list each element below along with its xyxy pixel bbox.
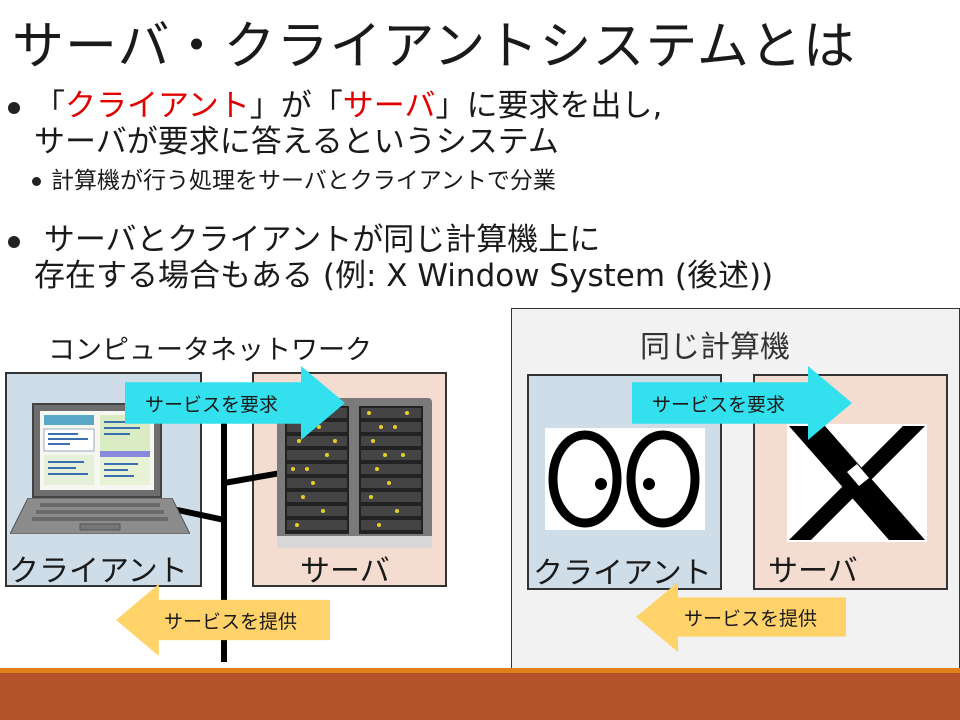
bullet-1-sub-text: 計算機が行う処理をサーバとクライアントで分業 <box>51 168 556 194</box>
network-label: コンピュータネットワーク <box>48 335 372 366</box>
bullet-1-rest: 」に要求を出し, <box>435 88 663 124</box>
xeyes-icon <box>545 428 705 530</box>
bracket-open: 「 <box>34 88 65 124</box>
bullet-dot-icon <box>8 101 20 114</box>
server-term: サーバ <box>342 88 436 124</box>
bullet-2: サーバとクライアントが同じ計算機上に 存在する場合もある (例: X Windo… <box>8 222 773 294</box>
bullet-2-line-2: 存在する場合もある (例: X Window System (後述)) <box>34 258 774 294</box>
sub-bullet-dot-icon <box>32 177 41 186</box>
server-label-left: サーバ <box>300 554 390 589</box>
client-label-left: クライアント <box>9 554 188 589</box>
client-label-right: クライアント <box>533 556 712 591</box>
footer-bar <box>0 668 960 720</box>
slide-title: サーバ・クライアントシステムとは <box>12 17 856 77</box>
x-logo-icon <box>787 424 927 542</box>
request-arrow-right-label: サービスを要求 <box>652 393 786 416</box>
provide-arrow-left-label: サービスを提供 <box>164 610 298 633</box>
provide-arrow-right-label: サービスを提供 <box>684 607 818 630</box>
server-rack-icon <box>277 398 432 548</box>
same-machine-label: 同じ計算機 <box>640 330 790 365</box>
network-line <box>221 392 227 662</box>
client-term: クライアント <box>65 88 250 124</box>
bullet-2-line-1-text: サーバとクライアントが同じ計算機上に <box>34 222 601 258</box>
bullet-2-line-1: サーバとクライアントが同じ計算機上に <box>8 222 773 258</box>
bullet-1-mid: 」が「 <box>249 88 343 124</box>
bullet-1-line-1: 「クライアント」が「サーバ」に要求を出し, <box>8 88 662 124</box>
bullet-dot-icon <box>8 235 20 248</box>
server-label-right: サーバ <box>768 554 858 589</box>
bullet-1-line-2: サーバが要求に答えるというシステム <box>34 124 559 160</box>
bullet-1-sub: 計算機が行う処理をサーバとクライアントで分業 <box>32 166 556 196</box>
request-arrow-left-label: サービスを要求 <box>145 393 279 416</box>
bullet-1: 「クライアント」が「サーバ」に要求を出し, サーバが要求に答えるというシステム <box>8 88 662 160</box>
